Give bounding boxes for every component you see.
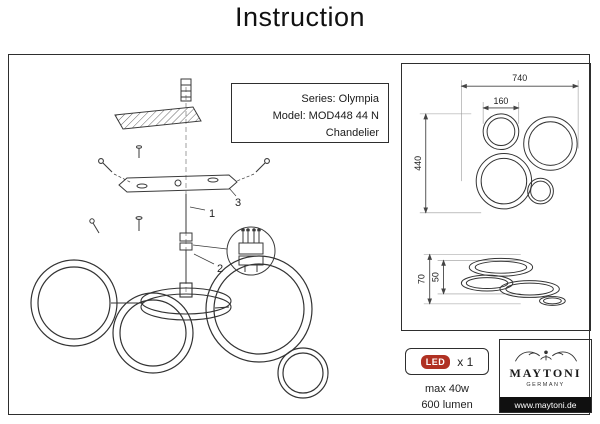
brand-url: www.maytoni.de xyxy=(500,397,591,412)
mounting-stud xyxy=(180,78,192,102)
ceiling-canopy xyxy=(114,106,202,130)
dim-side-ring: 50 xyxy=(431,272,441,282)
bracket-screw-right xyxy=(236,158,270,182)
brand-name: MAYTONI xyxy=(509,366,582,380)
dim-front-width: 740 xyxy=(512,73,527,83)
series-box: Series: Olympia Model: MOD448 44 N Chand… xyxy=(231,83,389,143)
brand-tagline: GERMANY xyxy=(526,382,565,388)
dim-side-height: 70 xyxy=(417,274,427,284)
front-view-rings xyxy=(475,113,578,210)
led-badge: LED xyxy=(420,354,451,369)
mounting-bracket xyxy=(118,174,238,193)
led-spec-text: max 40w 600 lumen xyxy=(389,382,505,414)
led-count: x 1 xyxy=(457,354,474,369)
small-screw-left-b xyxy=(89,218,100,234)
led-spec-box: LED x 1 xyxy=(405,348,489,375)
series-line: Series: Olympia xyxy=(301,93,379,105)
brand-logo-box: MAYTONI GERMANY www.maytoni.de xyxy=(499,339,592,413)
ring-left-large xyxy=(30,259,118,347)
dimension-lines xyxy=(423,83,579,305)
bracket-screw-left xyxy=(98,158,133,184)
main-frame: 1 2 3 Series: Olympia Model: MOD448 44 N… xyxy=(8,54,592,415)
ring-small-bottom xyxy=(277,347,329,399)
callout-2: 2 xyxy=(217,263,223,275)
type-line: Chandelier xyxy=(325,127,379,140)
maytoni-birds-ornament-icon xyxy=(514,350,577,362)
wire-connector xyxy=(179,194,193,283)
dimension-drawing: 740 160 440 70 50 xyxy=(413,73,579,306)
dim-front-ring: 160 xyxy=(494,96,509,106)
small-screw-left-a xyxy=(135,216,143,231)
side-view-rings xyxy=(460,257,566,306)
small-screw-canopy xyxy=(136,145,142,158)
model-line: Model: MOD448 44 N xyxy=(272,110,379,123)
led-power: max 40w xyxy=(424,383,470,395)
ring-right-large xyxy=(205,255,313,363)
dim-front-height: 440 xyxy=(413,156,423,171)
connector-detail-circle xyxy=(192,226,276,276)
ring-center-low xyxy=(112,292,194,374)
callout-1: 1 xyxy=(209,208,215,220)
callout-3: 3 xyxy=(235,197,241,209)
callouts: 1 2 3 xyxy=(189,187,241,275)
assembly-diagram: 1 2 3 xyxy=(30,78,329,399)
led-lumen: 600 lumen xyxy=(421,398,473,411)
page-title: Instruction xyxy=(234,2,366,32)
dimensions-box: 740 160 440 70 50 xyxy=(401,63,591,331)
